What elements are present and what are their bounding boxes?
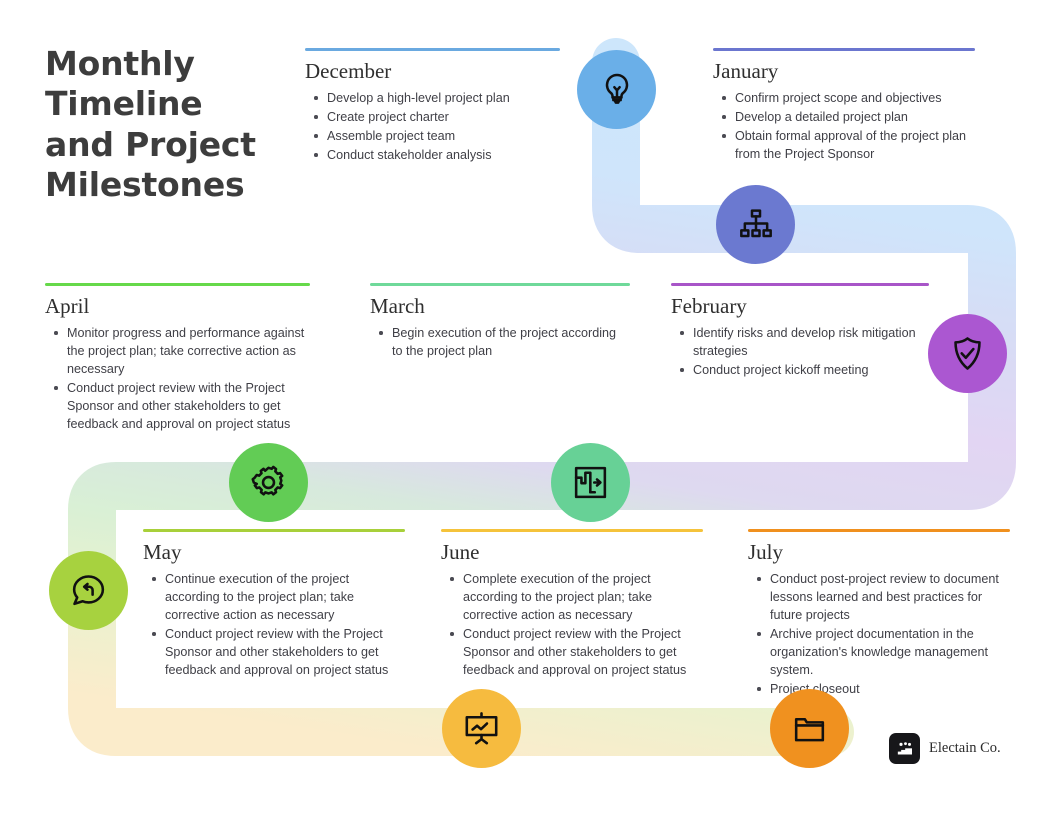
month-block-january: January Confirm project scope and object… bbox=[713, 48, 975, 164]
list-item: Conduct project review with the Project … bbox=[54, 379, 310, 433]
month-items-february: Identify risks and develop risk mitigati… bbox=[671, 324, 929, 379]
people-group-icon bbox=[897, 741, 912, 754]
shield-check-icon bbox=[954, 337, 981, 370]
milestone-icon-lightbulb bbox=[577, 50, 656, 129]
month-block-july: July Conduct post-project review to docu… bbox=[748, 529, 1010, 699]
list-item: Monitor progress and performance against… bbox=[54, 324, 310, 378]
milestone-icon-orgchart bbox=[716, 185, 795, 264]
month-items-may: Continue execution of the project accord… bbox=[143, 570, 405, 679]
month-rule-february bbox=[671, 283, 929, 286]
month-items-december: Develop a high-level project plan Create… bbox=[305, 89, 560, 164]
month-name-february: February bbox=[671, 294, 747, 318]
list-item: Conduct project review with the Project … bbox=[450, 625, 703, 679]
list-item: Archive project documentation in the org… bbox=[757, 625, 1010, 679]
list-item: Conduct project kickoff meeting bbox=[680, 361, 929, 379]
month-items-january: Confirm project scope and objectives Dev… bbox=[713, 89, 975, 163]
list-item: Assemble project team bbox=[314, 127, 560, 145]
month-items-april: Monitor progress and performance against… bbox=[45, 324, 310, 433]
page-title-line-2: Timeline bbox=[45, 84, 203, 124]
milestone-icon-presentation bbox=[442, 689, 521, 768]
page-title: Monthly Timeline and Project Milestones bbox=[45, 44, 295, 205]
milestone-icon-shield bbox=[928, 314, 1007, 393]
list-item: Develop a detailed project plan bbox=[722, 108, 975, 126]
page-title-line-4: Milestones bbox=[45, 164, 245, 204]
month-name-december: December bbox=[305, 59, 392, 83]
page-title-line-1: Monthly bbox=[45, 44, 195, 83]
gear-icon bbox=[251, 465, 284, 496]
month-items-june: Complete execution of the project accord… bbox=[441, 570, 703, 679]
month-block-december: December Develop a high-level project pl… bbox=[305, 48, 560, 165]
month-rule-april bbox=[45, 283, 310, 286]
org-chart-icon bbox=[739, 208, 772, 237]
brand-mark bbox=[889, 733, 920, 764]
presentation-chart-icon bbox=[465, 712, 498, 745]
month-block-february: February Identify risks and develop risk… bbox=[671, 283, 929, 380]
brand-logo: Electain Co. bbox=[889, 733, 1001, 764]
month-items-july: Conduct post-project review to document … bbox=[748, 570, 1010, 698]
lightbulb-icon bbox=[605, 73, 628, 104]
milestone-icon-reply bbox=[49, 551, 128, 630]
list-item: Complete execution of the project accord… bbox=[450, 570, 703, 624]
month-name-may: May bbox=[143, 540, 182, 564]
month-block-march: March Begin execution of the project acc… bbox=[370, 283, 630, 361]
list-item: Confirm project scope and objectives bbox=[722, 89, 975, 107]
month-rule-january bbox=[713, 48, 975, 51]
list-item: Conduct post-project review to document … bbox=[757, 570, 1010, 624]
milestone-icon-folder bbox=[770, 689, 849, 768]
folder-icon bbox=[794, 717, 825, 742]
milestone-icon-gear bbox=[229, 443, 308, 522]
month-rule-december bbox=[305, 48, 560, 51]
month-name-january: January bbox=[713, 59, 779, 83]
list-item: Obtain formal approval of the project pl… bbox=[722, 127, 975, 163]
maze-solution-icon bbox=[574, 466, 607, 499]
month-name-april: April bbox=[45, 294, 90, 318]
list-item: Continue execution of the project accord… bbox=[152, 570, 405, 624]
list-item: Conduct project review with the Project … bbox=[152, 625, 405, 679]
list-item: Create project charter bbox=[314, 108, 560, 126]
list-item: Identify risks and develop risk mitigati… bbox=[680, 324, 929, 360]
month-block-april: April Monitor progress and performance a… bbox=[45, 283, 310, 434]
list-item: Develop a high-level project plan bbox=[314, 89, 560, 107]
milestone-icon-maze bbox=[551, 443, 630, 522]
month-rule-may bbox=[143, 529, 405, 532]
page-title-line-3: and Project bbox=[45, 124, 256, 164]
list-item: Conduct stakeholder analysis bbox=[314, 146, 560, 164]
month-name-june: June bbox=[441, 540, 480, 564]
month-name-july: July bbox=[748, 540, 784, 564]
month-block-june: June Complete execution of the project a… bbox=[441, 529, 703, 680]
chat-reply-icon bbox=[72, 575, 105, 606]
month-block-may: May Continue execution of the project ac… bbox=[143, 529, 405, 680]
month-name-march: March bbox=[370, 294, 425, 318]
brand-name: Electain Co. bbox=[929, 740, 1001, 756]
month-rule-march bbox=[370, 283, 630, 286]
list-item: Begin execution of the project according… bbox=[379, 324, 630, 360]
month-rule-july bbox=[748, 529, 1010, 532]
month-rule-june bbox=[441, 529, 703, 532]
month-items-march: Begin execution of the project according… bbox=[370, 324, 630, 360]
